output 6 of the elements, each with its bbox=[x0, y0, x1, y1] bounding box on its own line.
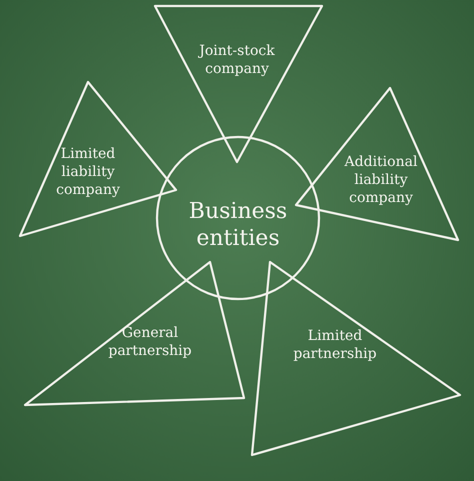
node-label: Limited liability company bbox=[55, 145, 121, 199]
node-label: Business entities bbox=[188, 198, 288, 252]
node-label: Joint-stock company bbox=[197, 42, 276, 78]
node-label: Limited partnership bbox=[292, 327, 378, 363]
node-label: Additional liability company bbox=[343, 153, 418, 207]
node-label: General partnership bbox=[107, 324, 193, 360]
